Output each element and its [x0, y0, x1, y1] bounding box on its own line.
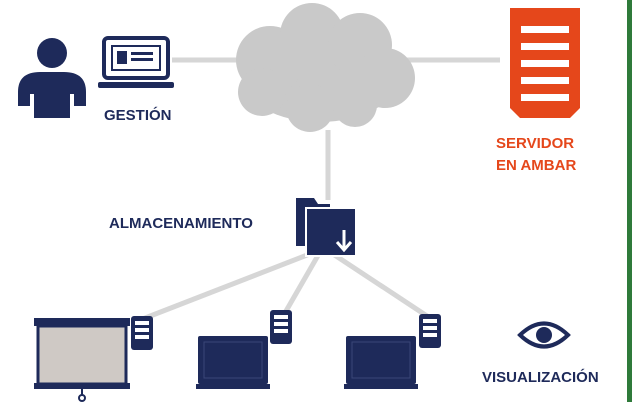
mini-server-icon	[419, 314, 441, 348]
server-label-line2: EN AMBAR	[496, 157, 577, 174]
mini-server-icon	[131, 316, 153, 350]
monitor-icon	[344, 336, 418, 389]
eye-icon	[517, 321, 571, 349]
server-label: SERVIDOR EN AMBAR	[496, 133, 576, 177]
server-label-line1: SERVIDOR	[496, 135, 575, 152]
visualization-label: VISUALIZACIÓN	[482, 369, 599, 386]
link-storage-monitor1	[279, 250, 323, 320]
projector-screen-icon	[34, 318, 130, 402]
side-accent-bar	[627, 0, 632, 402]
link-storage-monitor2	[328, 249, 432, 321]
storage-label: ALMACENAMIENTO	[109, 215, 253, 232]
folder-download-icon	[296, 198, 357, 257]
connection-lines	[139, 57, 500, 323]
laptop-icon	[98, 36, 174, 88]
mini-server-icon	[270, 310, 292, 344]
monitor-icon	[196, 336, 270, 389]
person-icon	[18, 38, 86, 118]
management-label: GESTIÓN	[104, 107, 172, 124]
server-icon	[510, 8, 580, 118]
cloud-icon	[236, 3, 415, 132]
link-storage-projector	[139, 247, 321, 323]
